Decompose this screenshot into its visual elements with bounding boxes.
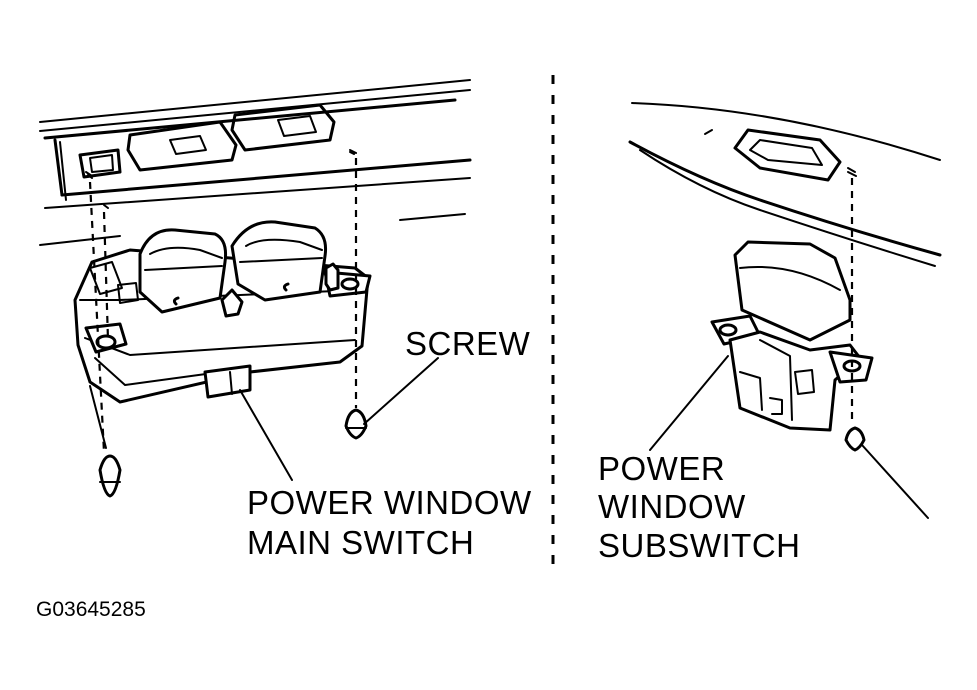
driver-door-trim-panel (39, 79, 472, 246)
window-button-right (230, 220, 327, 302)
main-switch-label-line2: MAIN SWITCH (247, 524, 474, 561)
main-switch-label-line1: POWER WINDOW (247, 484, 532, 521)
main-switch-body (73, 220, 372, 404)
figure-id: G03645285 (36, 598, 146, 621)
main-switch-illustration (39, 79, 472, 498)
subswitch-label-line1: POWER (598, 450, 725, 487)
subswitch-screw (844, 426, 866, 452)
subswitch-label-line2: WINDOW (598, 488, 746, 525)
leader-subswitch (649, 355, 729, 451)
screw-label: SCREW (405, 325, 531, 362)
window-button-left (138, 228, 227, 314)
leader-main-switch (239, 389, 293, 481)
subswitch-label-line3: SUBSWITCH (598, 527, 801, 564)
leader-subswitch-screw (861, 444, 929, 519)
leader-screw (363, 357, 439, 425)
main-switch-screw-right (344, 408, 368, 440)
screw-path-left-2 (102, 211, 110, 341)
passenger-door-trim-panel (628, 102, 942, 267)
leader-screw-left (89, 385, 107, 449)
screw-path-left (88, 181, 106, 453)
subswitch-illustration (628, 102, 942, 519)
subswitch-body (710, 240, 874, 432)
main-switch-screw-left (98, 454, 122, 498)
